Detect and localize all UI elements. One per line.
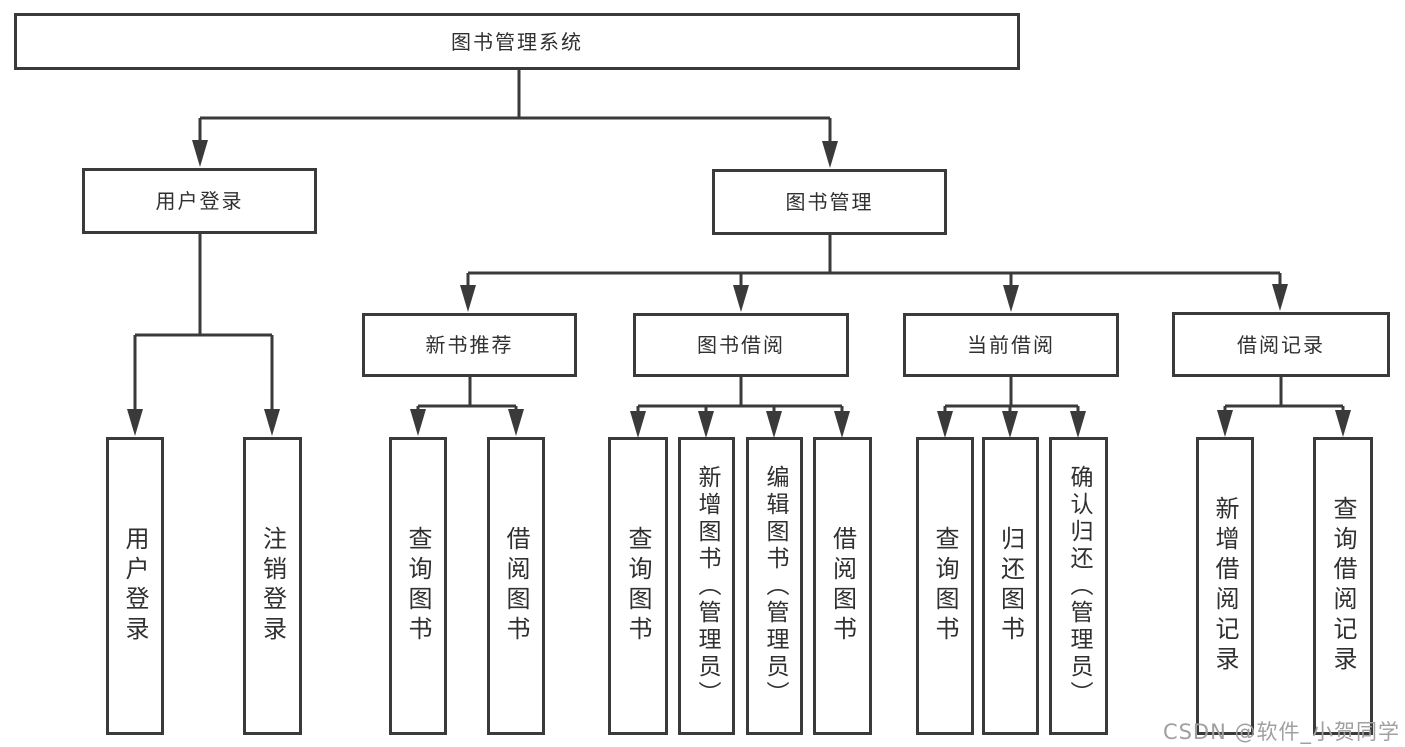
leaf-current-query-books: 查询图书 [916,437,974,735]
leaf-current-confirm-return-admin: 确认归还（管理员） [1049,437,1108,735]
leaf-new-query-books: 查询图书 [389,437,447,735]
leaf-user-login: 用户登录 [106,437,164,735]
connector-borrow-split [636,377,844,416]
node-new-books: 新书推荐 [362,313,577,377]
leaf-current-return-books: 归还图书 [982,437,1039,735]
node-root-system: 图书管理系统 [14,13,1020,70]
node-current-borrow: 当前借阅 [903,313,1119,377]
node-book-management: 图书管理 [712,169,947,235]
connector-root-split [198,69,832,146]
connector-management-split [466,234,1282,290]
leaf-borrow-query-books: 查询图书 [608,437,668,735]
node-user-login: 用户登录 [82,168,317,234]
connector-current-split [943,377,1080,416]
leaf-borrow-borrow-books: 借阅图书 [813,437,872,735]
connector-login-split [133,233,274,414]
node-book-borrow: 图书借阅 [633,313,849,377]
connector-records-split [1223,377,1345,415]
leaf-new-borrow-books: 借阅图书 [487,437,545,735]
node-borrow-records: 借阅记录 [1172,312,1390,377]
leaf-borrow-edit-books-admin: 编辑图书（管理员） [746,437,803,735]
leaf-records-query-record: 查询借阅记录 [1313,437,1373,735]
leaf-borrow-add-books-admin: 新增图书（管理员） [678,437,735,735]
leaf-records-add-record: 新增借阅记录 [1196,437,1254,735]
csdn-watermark: CSDN @软件_小贺同学 [1162,720,1400,744]
leaf-logout: 注销登录 [243,437,302,735]
connector-newbooks-split [416,377,518,414]
